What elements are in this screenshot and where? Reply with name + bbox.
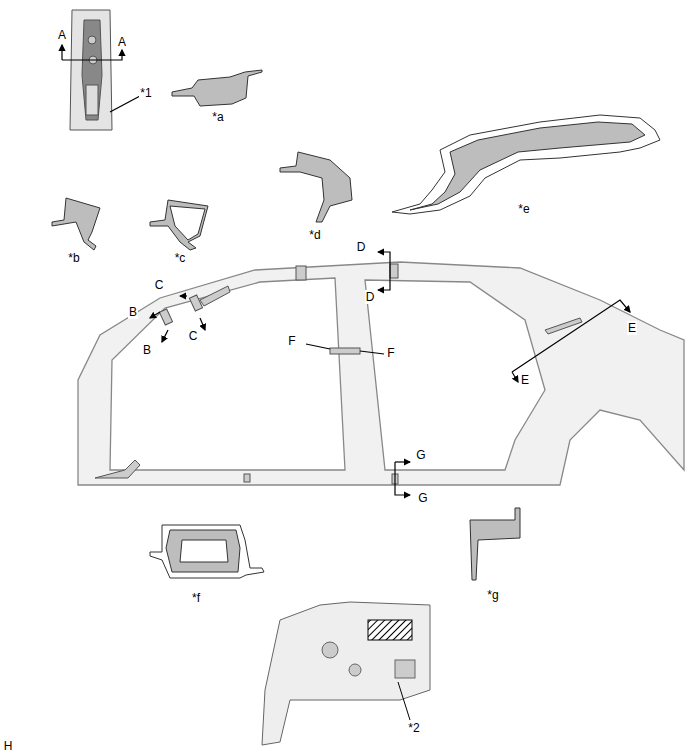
section-letter: G	[415, 448, 426, 462]
callout-number: *f	[191, 591, 201, 605]
section-letter: B	[128, 305, 138, 319]
pillar-insert	[70, 10, 112, 130]
section-letter: C	[188, 329, 199, 343]
callout-number: *d	[308, 228, 321, 242]
callout-number: *e	[517, 202, 530, 216]
callout-number: *b	[67, 251, 80, 265]
callout-number: *2	[407, 721, 420, 735]
section-letter: H	[3, 739, 14, 753]
section-letter: D	[356, 240, 367, 254]
callout-number: *c	[174, 251, 187, 265]
body-side	[78, 262, 684, 485]
section-letter: A	[117, 35, 127, 49]
section-letter: F	[386, 346, 395, 360]
section-letter: A	[57, 28, 67, 42]
callout-number: *a	[211, 110, 224, 124]
section-letter: E	[520, 373, 530, 387]
callout-number: *1	[139, 86, 152, 100]
section-letter: E	[627, 321, 637, 335]
section-letter: F	[287, 334, 296, 348]
section-letter: D	[365, 290, 376, 304]
callout-number: *g	[486, 588, 499, 602]
section-letter: B	[142, 343, 152, 357]
section-letter: C	[154, 278, 165, 292]
section-letter: G	[417, 491, 428, 505]
